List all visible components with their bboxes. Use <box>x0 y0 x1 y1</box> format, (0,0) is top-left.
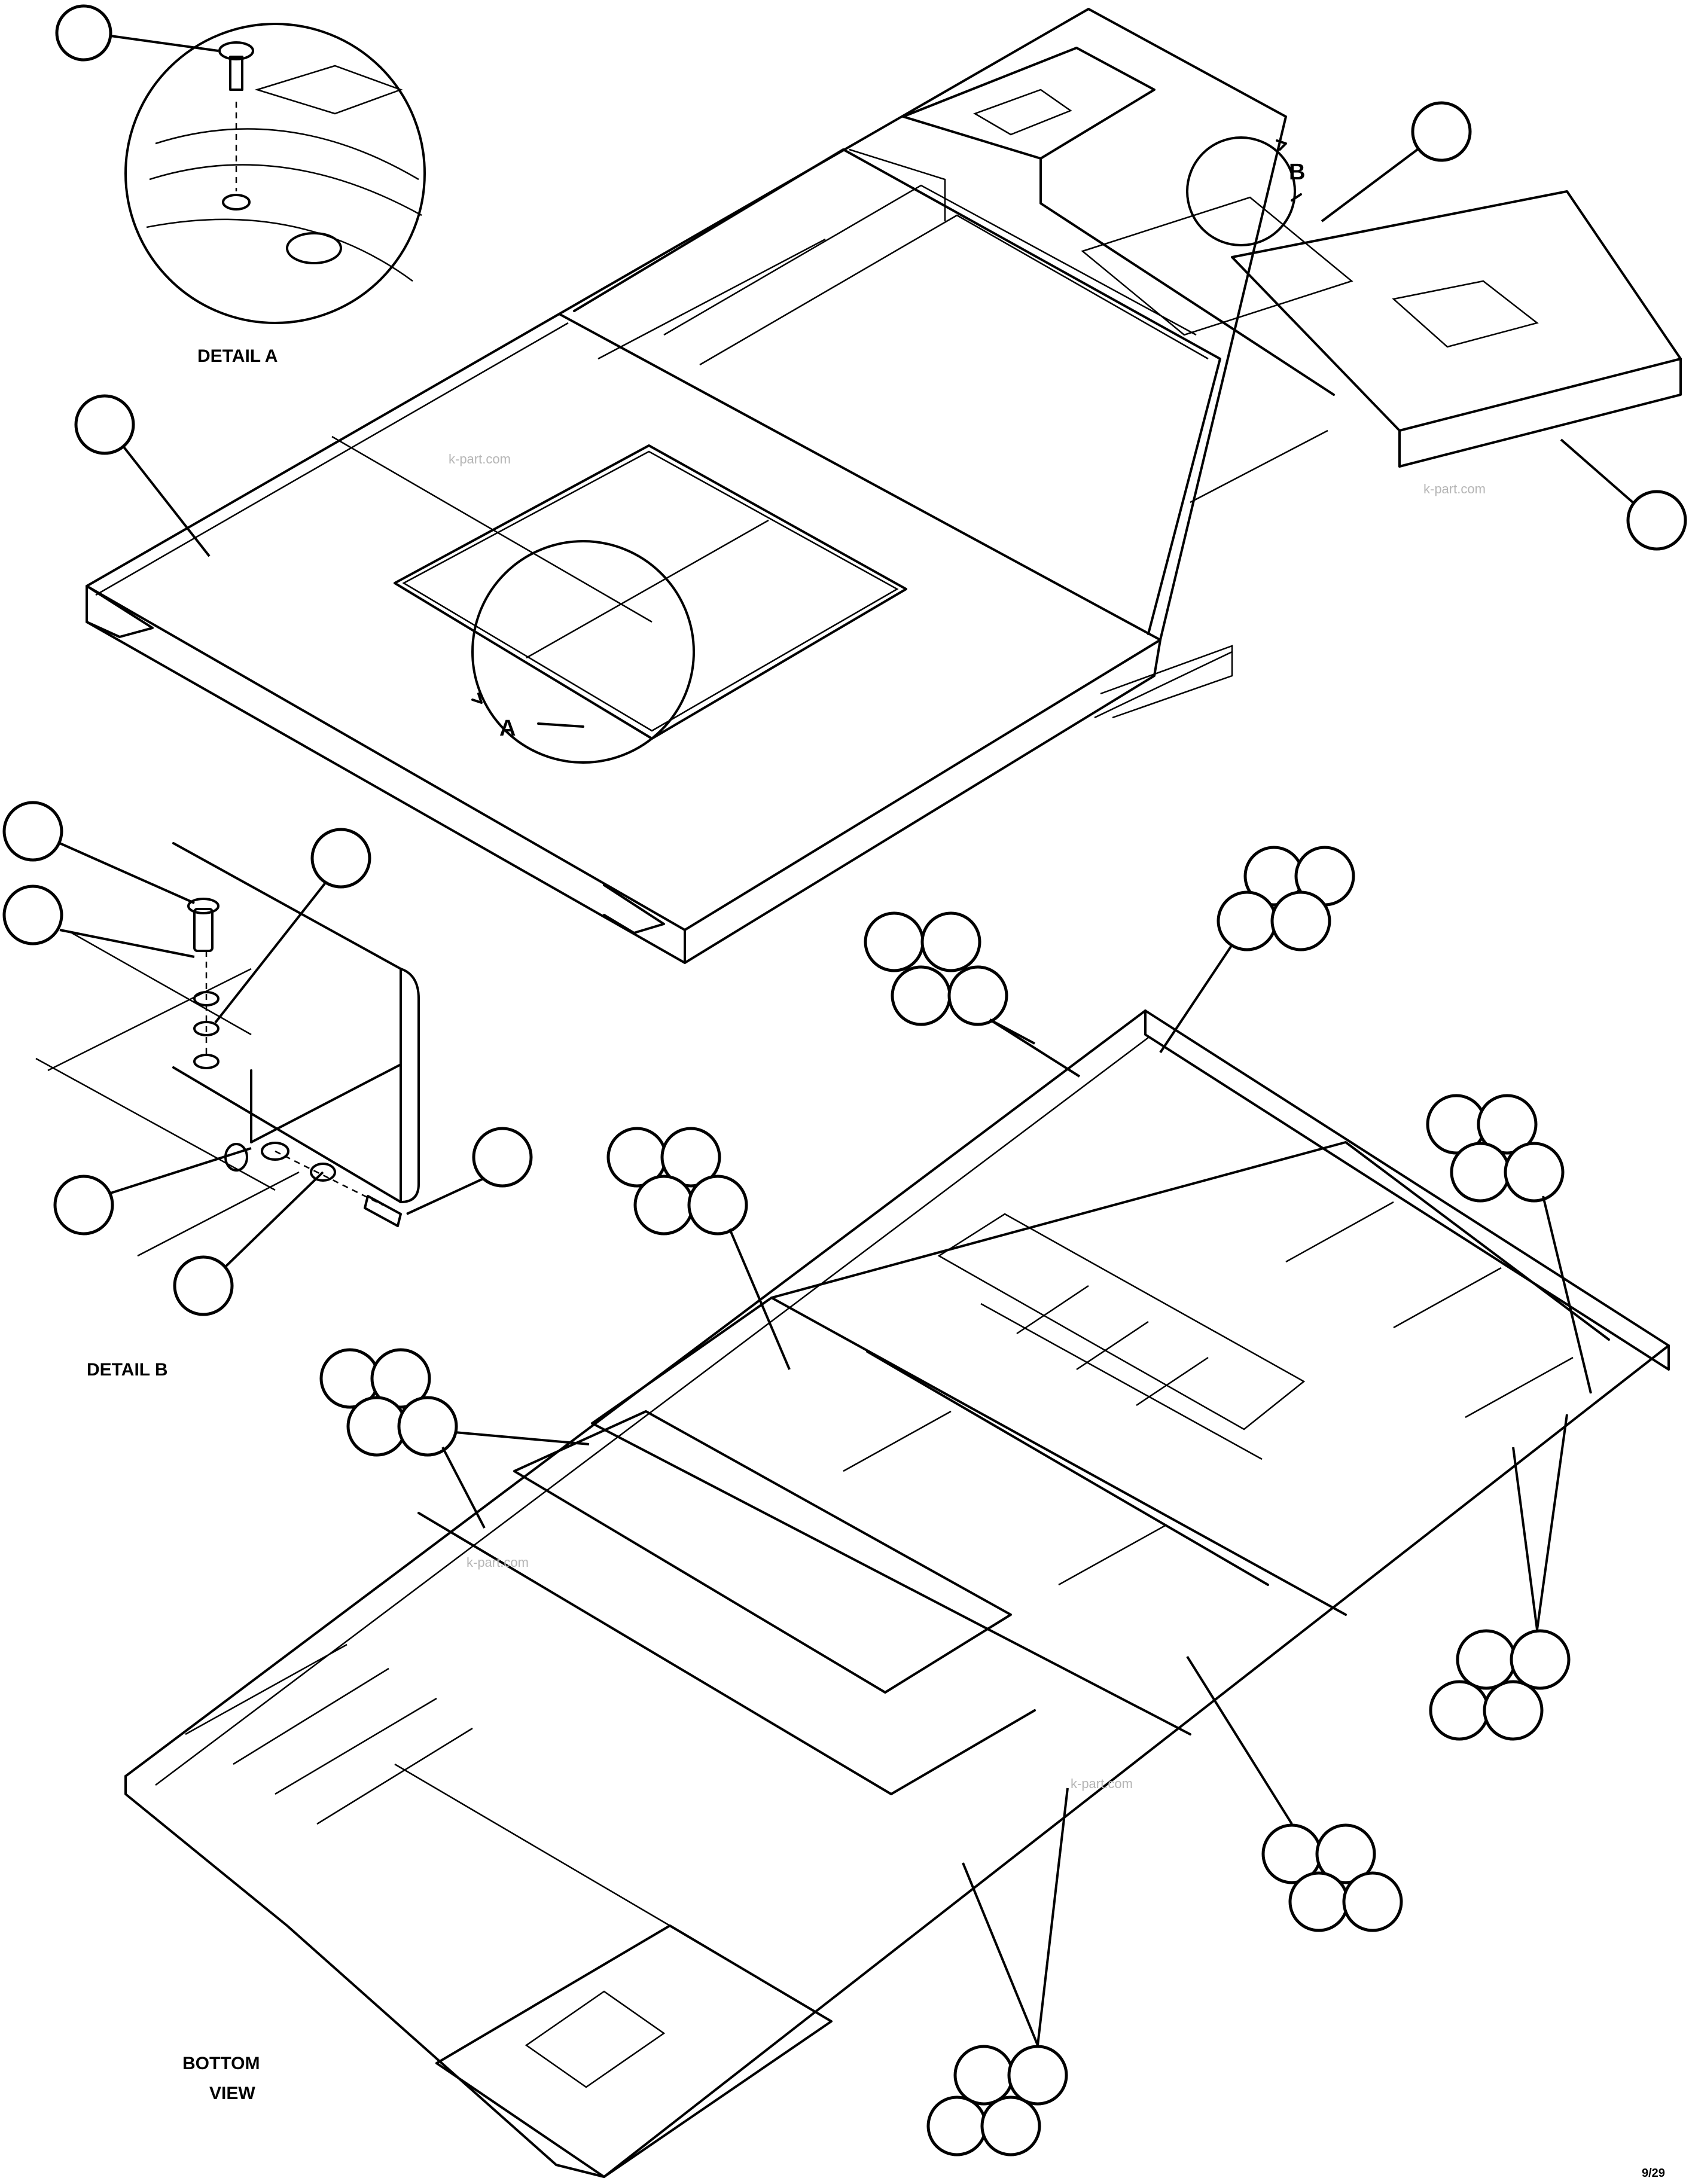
detail-b-marker-circle <box>1186 136 1296 246</box>
callout-flat-washer <box>310 828 371 889</box>
watermark-3: k-part.com <box>467 1555 529 1570</box>
watermark-4: k-part.com <box>1071 1776 1133 1791</box>
callout-cluster-right <box>1426 1094 1592 1394</box>
floor-plate-assembly: A B k-part.com k-part.com <box>74 8 1687 964</box>
callout-bolt <box>2 801 63 862</box>
callout-side-panel <box>1626 490 1687 551</box>
callout-cluster-top-left <box>864 911 1081 1078</box>
bottom-view-frame: k-part.com k-part.com <box>124 846 1670 2178</box>
callout-lock-washer <box>2 884 63 945</box>
watermark-2: k-part.com <box>1423 481 1486 496</box>
figure-number: 9/29 <box>1642 2167 1665 2180</box>
detail-b-label: DETAIL B <box>87 1360 168 1380</box>
callout-cluster-lower-right <box>1429 1414 1571 1741</box>
detail-a-marker-circle <box>471 540 695 764</box>
callout-cluster-bottom <box>926 1788 1069 2156</box>
callout-cluster-top-right <box>1159 846 1355 1054</box>
detail-a-view: DETAIL A <box>55 4 426 366</box>
detail-a-label: DETAIL A <box>197 346 278 366</box>
callout-cluster-center <box>606 1127 791 1370</box>
bottom-view-label-line1: BOTTOM <box>182 2054 260 2073</box>
callout-nut <box>53 1175 114 1236</box>
marker-b: B <box>1289 160 1305 185</box>
marker-a: A <box>499 716 516 741</box>
watermark-1: k-part.com <box>449 452 511 466</box>
callout-washer <box>173 1255 234 1316</box>
callout-cluster-left <box>319 1348 590 1529</box>
callout-side-bolt <box>472 1127 533 1188</box>
callout-floor-plate <box>74 394 135 455</box>
detail-b-view: DETAIL B <box>2 801 533 1380</box>
callout-rear-cover <box>1411 101 1472 162</box>
callout-detail-a <box>55 4 112 62</box>
bottom-view-label-line2: VIEW <box>209 2084 255 2103</box>
callout-cluster-lower-center <box>1186 1655 1403 1932</box>
